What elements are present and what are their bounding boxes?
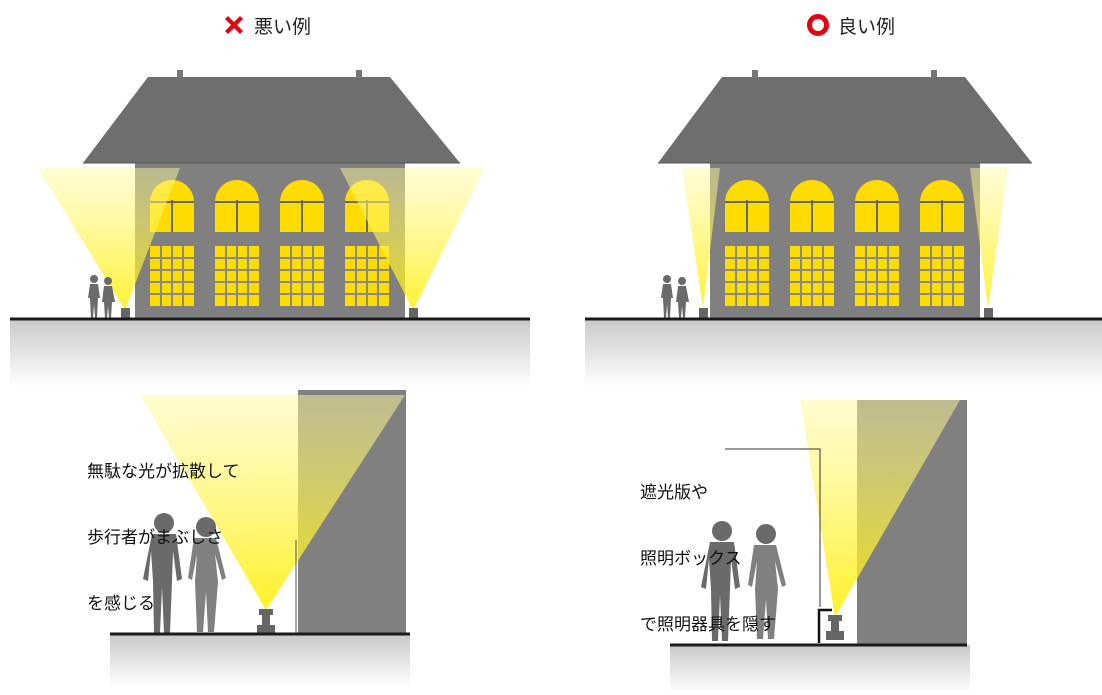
good-example-note: 遮光版や 照明ボックス で照明器具を隠す bbox=[640, 438, 776, 658]
light-fixture bbox=[121, 308, 130, 318]
chimney bbox=[752, 70, 758, 78]
good-example-heading: 良い例 bbox=[806, 10, 895, 40]
pedestrians-silhouette bbox=[661, 275, 689, 318]
chimney bbox=[177, 70, 183, 78]
light-beam-left bbox=[38, 168, 180, 310]
light-beam-left bbox=[682, 168, 720, 308]
light-beam-right bbox=[340, 168, 485, 310]
chimney bbox=[356, 70, 362, 78]
good-example-label: 良い例 bbox=[838, 15, 896, 38]
light-shield-box bbox=[817, 608, 832, 643]
ground-shadow bbox=[10, 319, 530, 387]
bad-example-heading: 悪い例 bbox=[222, 10, 311, 40]
building-roof bbox=[658, 77, 1032, 163]
annotation-leader-line bbox=[725, 448, 821, 607]
bad-example-note: 無駄な光が拡散して 歩行者がまぶしさ を感じる bbox=[87, 417, 240, 637]
bad-house-illustration bbox=[10, 70, 530, 387]
ground-shadow bbox=[585, 319, 1102, 387]
ground-shadow bbox=[110, 635, 410, 687]
chimney bbox=[931, 70, 937, 78]
ground-shadow bbox=[670, 645, 970, 693]
note-line: を感じる bbox=[87, 594, 155, 614]
note-line: 無駄な光が拡散して bbox=[87, 462, 240, 482]
note-line: で照明器具を隠す bbox=[640, 615, 776, 635]
good-house-illustration bbox=[585, 70, 1102, 387]
light-fixture bbox=[257, 609, 275, 633]
note-line: 照明ボックス bbox=[640, 549, 742, 569]
cross-mark-icon bbox=[225, 16, 243, 34]
bad-closeup-illustration bbox=[110, 390, 410, 687]
windows bbox=[150, 180, 389, 306]
light-fixture bbox=[984, 308, 993, 318]
bad-example-label: 悪い例 bbox=[254, 15, 312, 38]
light-beam-right bbox=[970, 168, 1008, 308]
note-line: 歩行者がまぶしさ bbox=[87, 528, 223, 548]
pedestrians-silhouette bbox=[143, 513, 226, 633]
pedestrians-silhouette bbox=[701, 521, 786, 641]
light-fixture bbox=[699, 308, 708, 318]
note-line: 遮光版や bbox=[640, 483, 708, 503]
pedestrians-silhouette bbox=[88, 275, 115, 318]
circle-mark-icon bbox=[807, 14, 829, 36]
glare-light-beam bbox=[140, 395, 405, 610]
good-closeup-illustration bbox=[670, 400, 970, 693]
building-roof bbox=[83, 77, 460, 163]
windows bbox=[725, 180, 964, 306]
light-fixture bbox=[826, 615, 844, 640]
light-fixture bbox=[409, 308, 418, 318]
shielded-light-beam bbox=[800, 400, 960, 617]
